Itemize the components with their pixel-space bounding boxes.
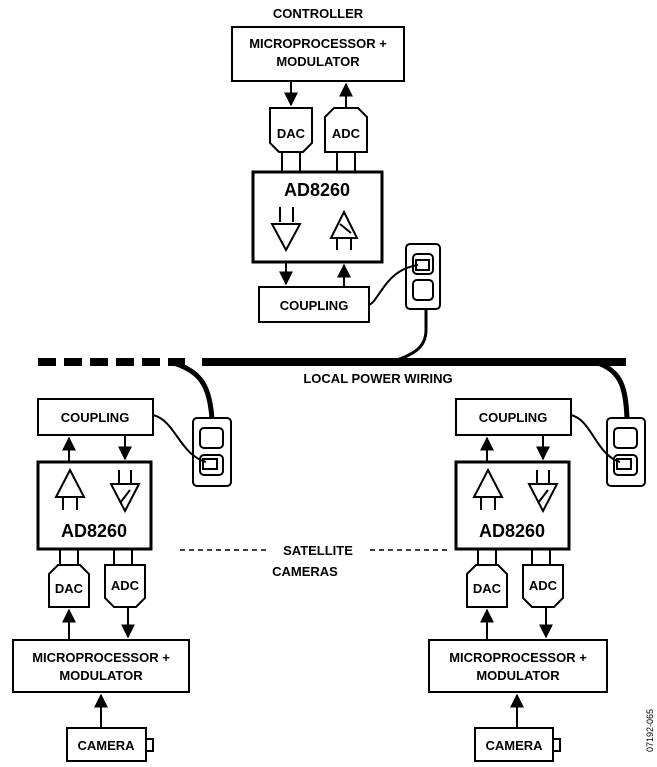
- right-camera-box: [474, 727, 554, 762]
- satellite-left-group: COUPLING AD8260 DAC ADC: [12, 398, 232, 762]
- right-adc-label: ADC: [529, 578, 558, 593]
- left-branch-wire: [169, 359, 215, 421]
- right-coupling-label: COUPLING: [479, 410, 548, 425]
- left-modulator-label: MODULATOR: [59, 668, 143, 683]
- left-adc-block: [104, 564, 146, 608]
- controller-wall-outlet-icon: [405, 243, 441, 310]
- left-dac-block: [48, 564, 90, 608]
- left-wall-outlet-icon: [192, 417, 232, 487]
- left-microprocessor-box: [12, 639, 190, 693]
- controller-microprocessor-box: [231, 26, 405, 82]
- right-branch-wire: [594, 359, 630, 421]
- right-driver-amp-icon: [472, 467, 504, 510]
- right-dac-label: DAC: [473, 581, 502, 596]
- right-microprocessor-box: [428, 639, 608, 693]
- controller-outlet-to-mains: [391, 309, 428, 364]
- right-modulator-label: MODULATOR: [476, 668, 560, 683]
- left-camera-box: [66, 727, 147, 762]
- left-ad8260-chip: [36, 460, 153, 551]
- controller-chip-label: AD8260: [284, 180, 350, 200]
- left-coupling-label: COUPLING: [61, 410, 130, 425]
- left-chip-label: AD8260: [61, 521, 127, 541]
- left-dac-label: DAC: [55, 581, 84, 596]
- left-driver-amp-icon: [54, 467, 86, 510]
- left-camera-icon: [66, 727, 154, 762]
- satellite-label-group: SATELLITE CAMERAS: [180, 543, 450, 579]
- left-coupling-box: [37, 398, 154, 436]
- controller-ad8260-chip: [251, 170, 384, 264]
- right-camera-icon: [474, 727, 561, 762]
- left-microprocessor-label: MICROPROCESSOR +: [32, 650, 170, 665]
- figure-id: 07192-065: [645, 709, 655, 752]
- controller-coupling-box: [258, 286, 370, 323]
- controller-title: CONTROLLER: [273, 6, 364, 21]
- right-receiver-amp-icon: [527, 470, 559, 514]
- controller-dac-block: [269, 107, 313, 153]
- controller-coupling-label: COUPLING: [280, 298, 349, 313]
- controller-microprocessor-label: MICROPROCESSOR +: [249, 36, 387, 51]
- right-camera-label: CAMERA: [485, 738, 543, 753]
- left-adc-label: ADC: [111, 578, 140, 593]
- right-adc-block: [522, 564, 564, 608]
- controller-dac-label: DAC: [277, 126, 306, 141]
- right-coupling-box: [455, 398, 572, 436]
- controller-adc-block: [324, 107, 368, 153]
- controller-modulator-label: MODULATOR: [276, 54, 360, 69]
- right-ad8260-chip: [454, 460, 571, 551]
- right-coupling-cord: [570, 414, 621, 463]
- right-dac-block: [466, 564, 508, 608]
- power-wiring-label: LOCAL POWER WIRING: [303, 371, 452, 386]
- right-microprocessor-label: MICROPROCESSOR +: [449, 650, 587, 665]
- satellite-right-group: COUPLING AD8260 DAC ADC: [428, 398, 646, 762]
- left-receiver-amp-icon: [109, 470, 141, 514]
- right-wall-outlet-icon: [606, 417, 646, 487]
- satellite-label-line1: SATELLITE: [283, 543, 353, 558]
- controller-receiver-amp-icon: [329, 209, 359, 250]
- controller-driver-amp-icon: [270, 207, 302, 253]
- left-camera-label: CAMERA: [77, 738, 135, 753]
- controller-group: CONTROLLER MICROPROCESSOR + MODULATOR DA…: [231, 6, 441, 364]
- right-chip-label: AD8260: [479, 521, 545, 541]
- power-wiring: LOCAL POWER WIRING: [38, 358, 630, 421]
- left-coupling-cord: [152, 414, 207, 463]
- satellite-label-line2: CAMERAS: [272, 564, 338, 579]
- controller-coupling-cord: [368, 264, 419, 306]
- controller-adc-label: ADC: [332, 126, 361, 141]
